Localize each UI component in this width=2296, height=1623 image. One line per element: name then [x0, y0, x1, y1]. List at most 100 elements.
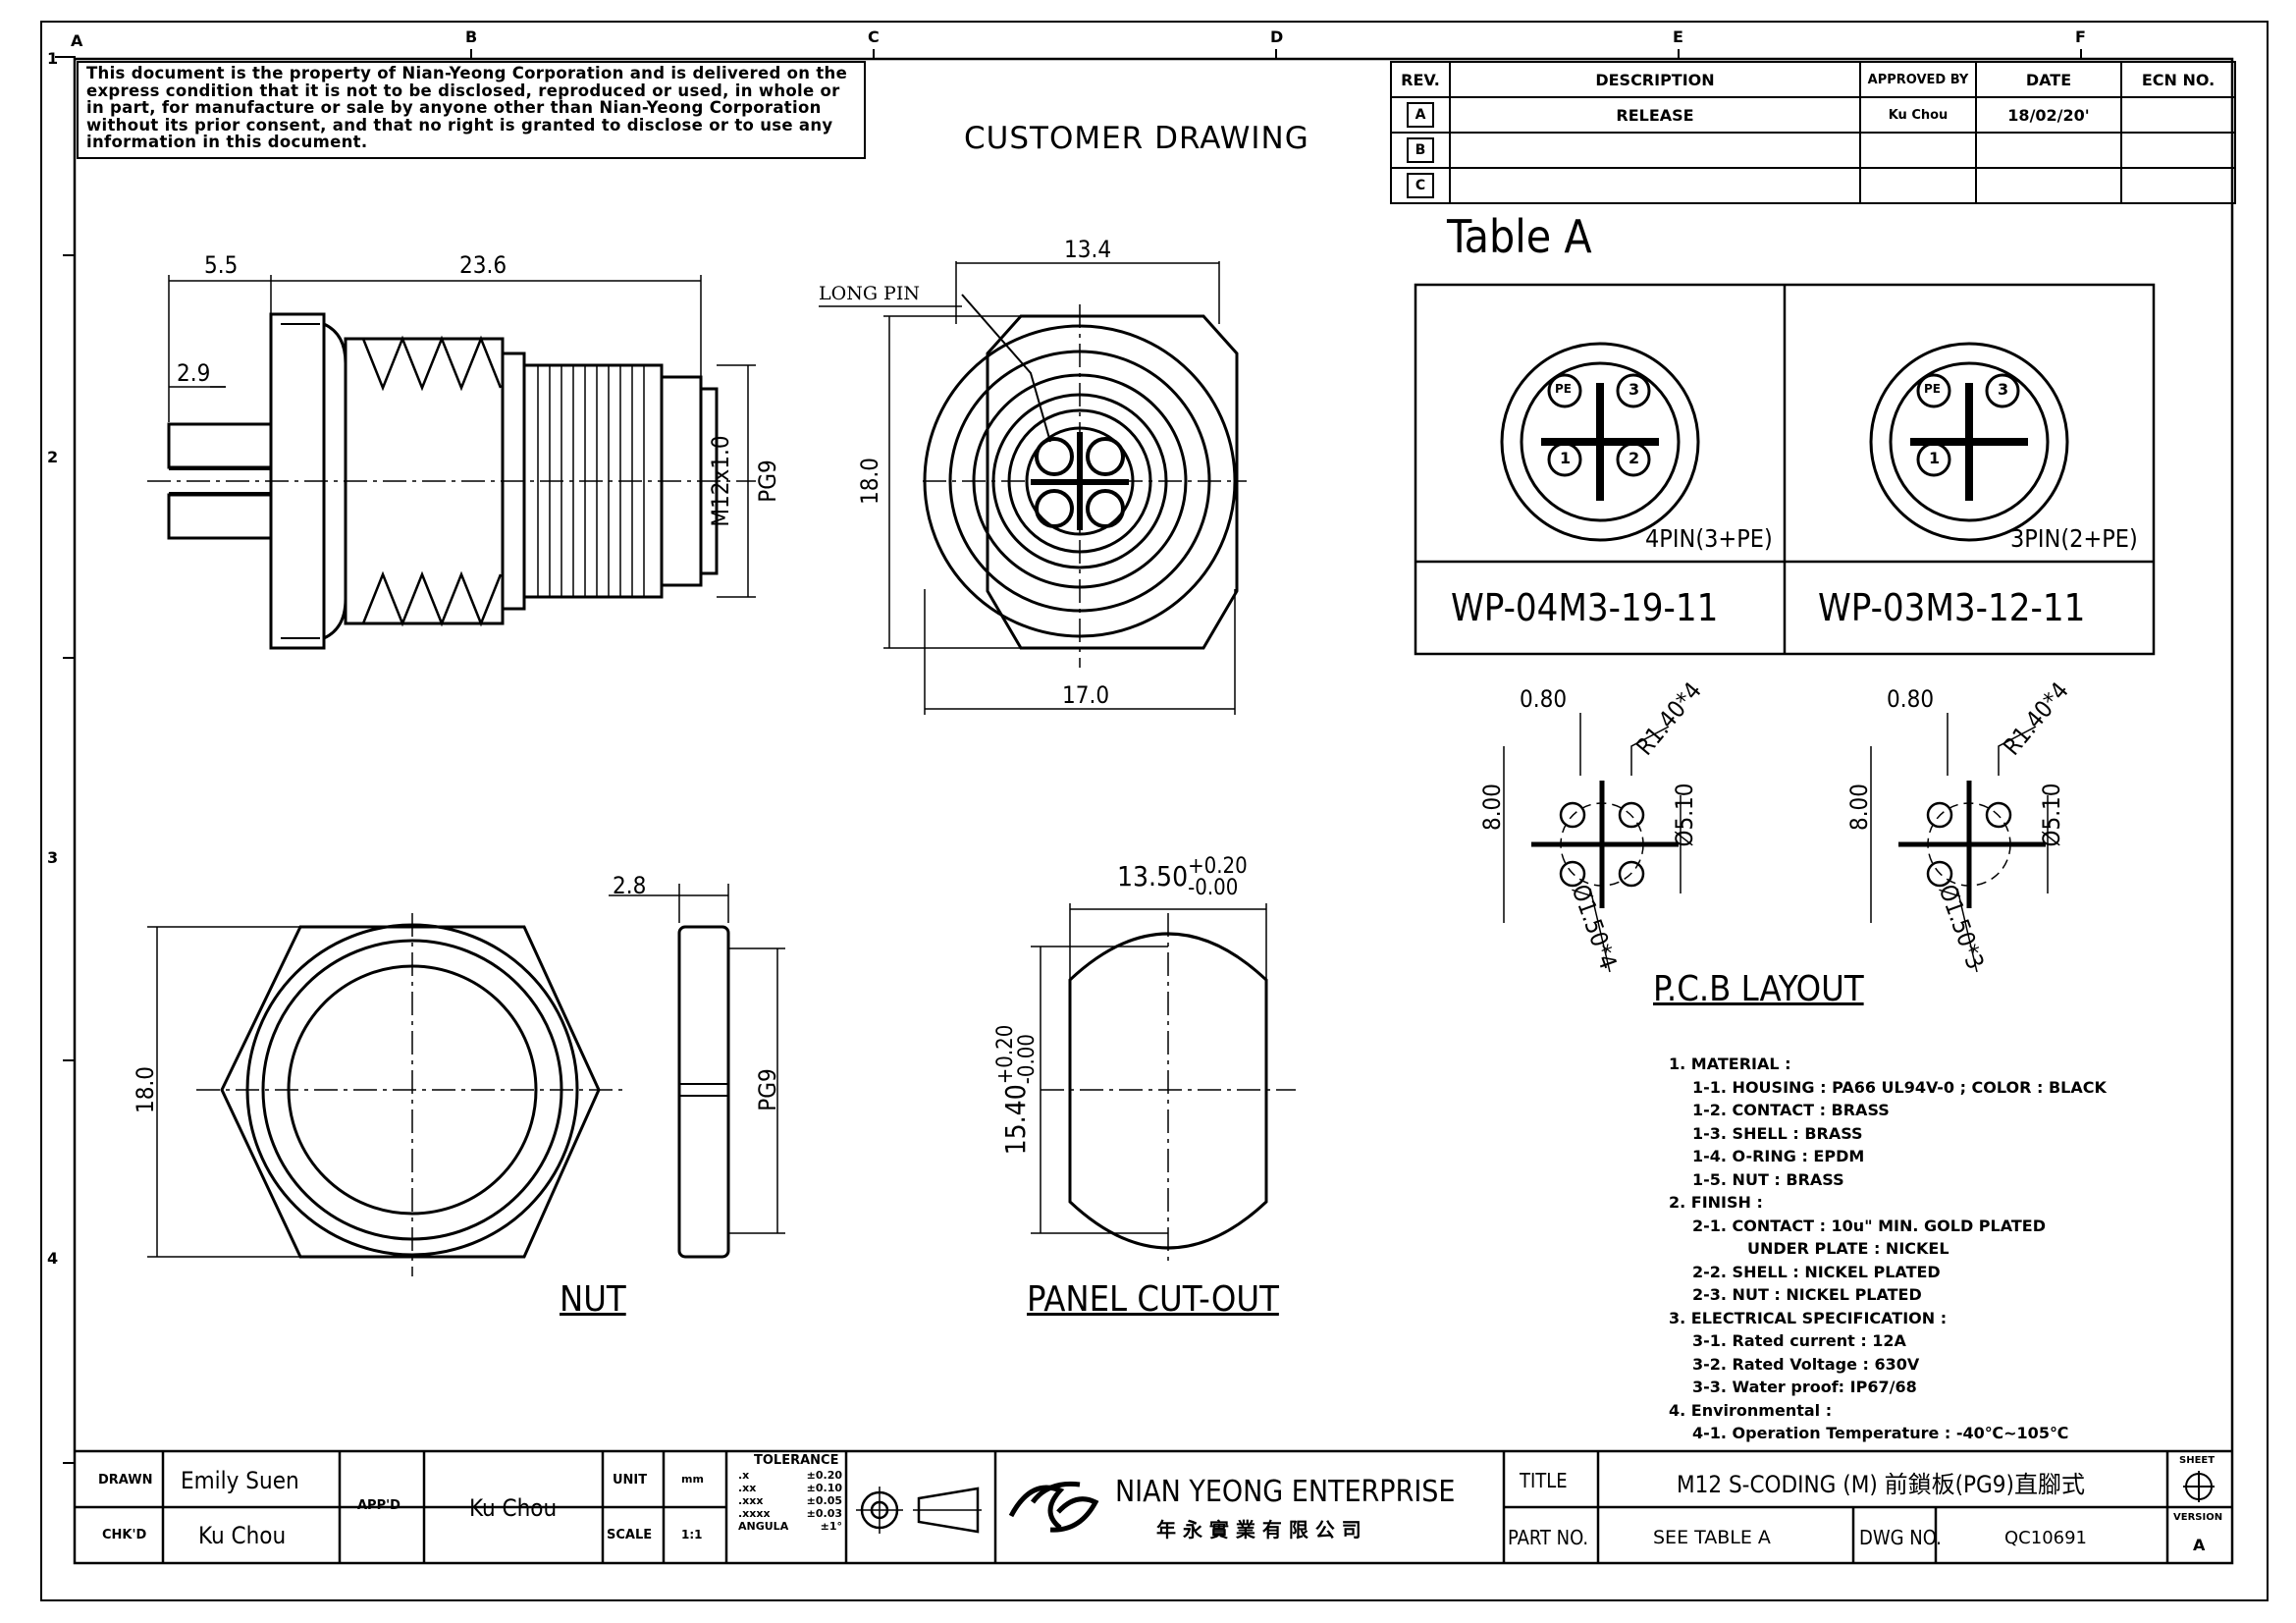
grid-row-4: 4 [47, 1249, 59, 1268]
note-line: 2-3. NUT : NICKEL PLATED [1692, 1285, 1922, 1304]
legal-notice: This document is the property of Nian-Ye… [77, 61, 866, 159]
connector-3pin [1869, 342, 2069, 542]
tol-key: .xxx [738, 1494, 764, 1507]
note-line: 2. FINISH : [1669, 1193, 1763, 1212]
partno-value: SEE TABLE A [1653, 1527, 1771, 1548]
table-a-grid [1414, 283, 2156, 656]
title-block-grid [75, 1449, 2232, 1563]
version-value: A [2193, 1536, 2206, 1554]
scale-label: SCALE [607, 1528, 653, 1542]
scale-value: 1:1 [681, 1528, 703, 1542]
dim-18-0-front: 18.0 [856, 457, 883, 506]
tolerance-list: .x±0.20 .xx±0.10 .xxx±0.05 .xxxx±0.03 AN… [738, 1469, 842, 1533]
part-number-4pin: WP-04M3-19-11 [1451, 586, 1719, 629]
long-pin-label: LONG PIN [819, 283, 920, 304]
appd-label: APP'D [357, 1498, 400, 1513]
rev-b-ecn [2120, 132, 2236, 169]
tol-value: ±1° [820, 1520, 842, 1533]
unit-label: UNIT [613, 1473, 648, 1488]
cutout-height-tol-minus: -0.00 [1015, 1034, 1040, 1085]
cutout-width-tol-plus: +0.20 [1188, 854, 1248, 879]
note-line: 2-1. CONTACT : 10u" MIN. GOLD PLATED [1692, 1216, 2046, 1235]
pcb-left-5-10: Ø5.10 [1671, 783, 1698, 847]
cutout-height: 15.40+0.20-0.00 [993, 1025, 1040, 1156]
version-label: VERSION [2173, 1512, 2223, 1523]
chkd-label: CHK'D [102, 1528, 147, 1542]
grid-col-d: D [1270, 27, 1284, 46]
partno-label: PART NO. [1508, 1526, 1589, 1549]
part-number-3pin: WP-03M3-12-11 [1818, 586, 2086, 629]
note-line: 4. Environmental : [1669, 1400, 1833, 1420]
note-line: 4-1. Operation Temperature : -40℃~105℃ [1692, 1424, 2069, 1442]
rev-c-date [1975, 167, 2122, 204]
cutout-width-tol-minus: -0.00 [1188, 876, 1239, 900]
dim-23-6: 23.6 [459, 251, 507, 279]
rev-a-description: RELEASE [1449, 96, 1861, 134]
rev-c-description [1449, 167, 1861, 204]
grid-row-2: 2 [47, 448, 59, 466]
rev-a: A [1390, 96, 1451, 134]
grid-col-e: E [1673, 27, 1683, 46]
pin-3-3pin: 3 [1998, 380, 2009, 399]
nut-dim-18-0: 18.0 [132, 1065, 159, 1114]
tol-value: ±0.03 [806, 1507, 842, 1520]
revision-row: B [1390, 132, 2236, 169]
dim-m12: M12x1.0 [707, 435, 734, 527]
pcb-left-0-80: 0.80 [1520, 685, 1568, 713]
specification-notes: 1. MATERIAL : 1-1. HOUSING : PA66 UL94V-… [1669, 1053, 2107, 1445]
grid-row-3: 3 [47, 848, 59, 867]
pin-pe-4pin: PE [1555, 382, 1572, 396]
pcb-layout-title: P.C.B LAYOUT [1653, 969, 1864, 1009]
revision-row: A RELEASE Ku Chou 18/02/20' [1390, 96, 2236, 134]
rev-c-ecn [2120, 167, 2236, 204]
revision-table: REV. DESCRIPTION APPROVED BY DATE ECN NO… [1390, 61, 2236, 204]
pcb-right-5-10: Ø5.10 [2038, 783, 2065, 847]
panel-cutout-title: PANEL CUT-OUT [1027, 1279, 1279, 1320]
note-line: 1-5. NUT : BRASS [1692, 1169, 1844, 1189]
nut-view [220, 923, 730, 1259]
rev-b-date [1975, 132, 2122, 169]
dim-13-4: 13.4 [1064, 236, 1112, 263]
note-line: UNDER PLATE : NICKEL [1747, 1239, 1949, 1258]
rev-a-date: 18/02/20' [1975, 96, 2122, 134]
chkd-value: Ku Chou [198, 1522, 287, 1549]
note-line: 1-2. CONTACT : BRASS [1692, 1101, 1890, 1119]
grid-col-b: B [465, 27, 478, 46]
nut-dim-2-8: 2.8 [613, 872, 647, 899]
nut-title: NUT [560, 1279, 626, 1320]
tol-key: .xxxx [738, 1507, 771, 1520]
dim-5-5: 5.5 [204, 251, 239, 279]
pcb-right-0-80: 0.80 [1887, 685, 1935, 713]
dim-17-0: 17.0 [1062, 681, 1110, 709]
note-line: 3-1. Rated current : 12A [1692, 1331, 1906, 1350]
ecn-header: ECN NO. [2120, 61, 2236, 98]
pcb-layout-right [1870, 713, 2049, 973]
note-line: 1-4. O-RING : EPDM [1692, 1147, 1865, 1165]
company-name-cn: 年 永 實 業 有 限 公 司 [1156, 1518, 1362, 1542]
pcb-left-8-00: 8.00 [1478, 783, 1506, 832]
grid-row-1: 1 [47, 49, 59, 68]
projection-symbol-icon [856, 1487, 982, 1534]
tol-key: .x [738, 1469, 750, 1482]
dwgno-label: DWG NO. [1859, 1526, 1942, 1549]
tol-value: ±0.10 [806, 1482, 842, 1494]
drawn-value: Emily Suen [181, 1467, 299, 1494]
tolerance-label: TOLERANCE [754, 1453, 839, 1468]
front-view [923, 294, 1239, 650]
pcb-right-8-00: 8.00 [1845, 783, 1873, 832]
note-line: 3-2. Rated Voltage : 630V [1692, 1354, 1920, 1374]
pcb-layout-left [1503, 713, 1682, 973]
cutout-height-value: 15.40 [999, 1084, 1032, 1156]
rev-b: B [1390, 132, 1451, 169]
pin-1-4pin: 1 [1560, 449, 1572, 467]
rev-a-ecn [2120, 96, 2236, 134]
unit-value: mm [681, 1473, 704, 1486]
rev-c: C [1390, 167, 1451, 204]
grid-col-c: C [868, 27, 880, 46]
table-a-title: Table A [1447, 210, 1592, 263]
note-line: 3-3. Water proof: IP67/68 [1692, 1378, 1917, 1396]
company-logo-icon [1008, 1481, 1099, 1533]
drawing-type-label: CUSTOMER DRAWING [964, 121, 1309, 156]
cutout-width: 13.50+0.20-0.00 [1117, 856, 1248, 899]
